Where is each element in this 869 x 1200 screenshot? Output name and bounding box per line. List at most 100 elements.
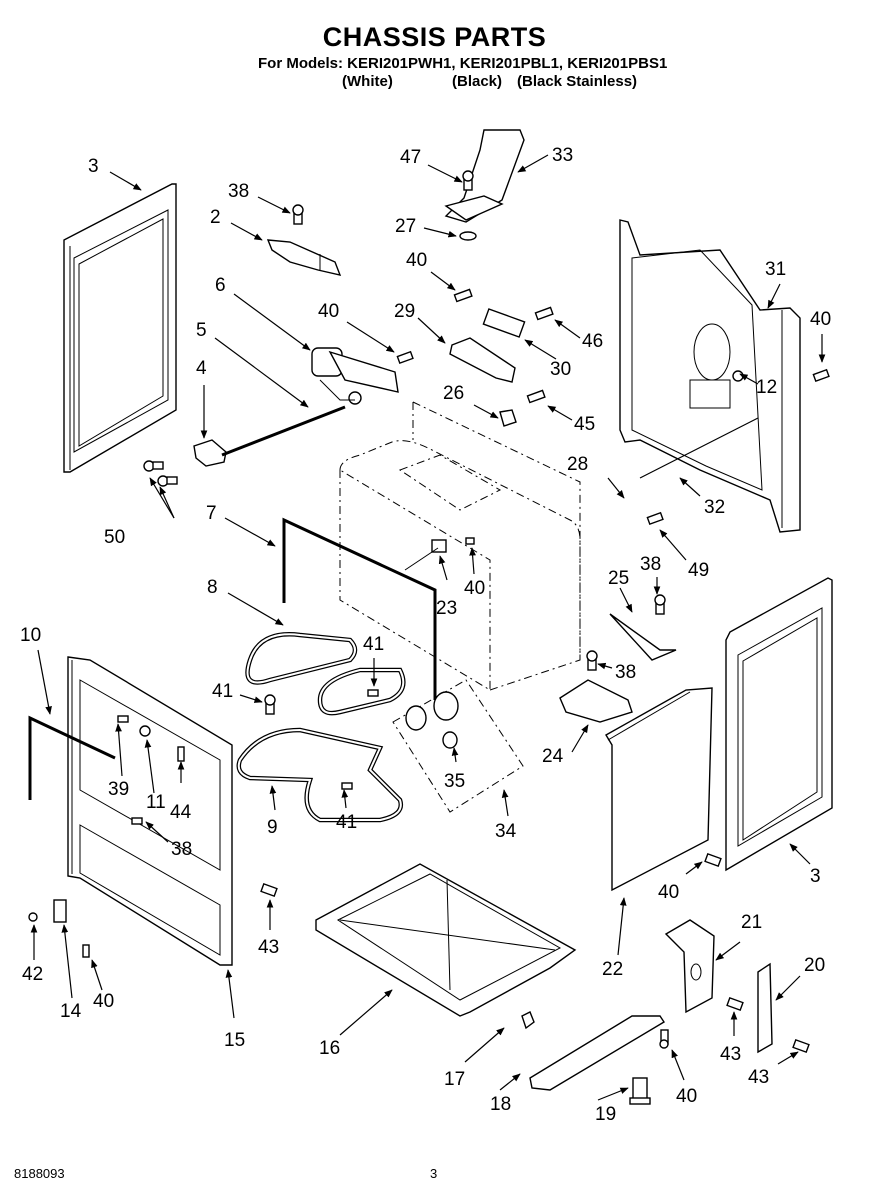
callout-6: 6 xyxy=(215,275,226,296)
drawer-pan-part-16 xyxy=(315,863,577,1017)
strap-part-20 xyxy=(757,962,773,1054)
callout-8: 8 xyxy=(207,577,218,598)
screw-part-50 xyxy=(143,460,178,487)
callout-39: 39 xyxy=(108,779,129,800)
callout-3: 3 xyxy=(88,156,99,177)
leader-lines xyxy=(30,154,826,1101)
brace-part-33 xyxy=(444,129,525,223)
callout-28: 28 xyxy=(567,454,588,475)
color-variant-black-stainless: (Black Stainless) xyxy=(517,73,638,90)
document-number: 8188093 xyxy=(14,1166,65,1181)
models-line: For Models: KERI201PWH1, KERI201PBL1, KE… xyxy=(258,55,668,72)
callout-41: 41 xyxy=(363,634,384,655)
callout-24: 24 xyxy=(542,746,564,767)
callout-47: 47 xyxy=(400,147,421,168)
callout-43: 43 xyxy=(258,937,279,958)
callout-40: 40 xyxy=(406,250,427,271)
callout-17: 17 xyxy=(444,1069,465,1090)
callout-23: 23 xyxy=(436,598,457,619)
bracket-part-2 xyxy=(266,239,342,276)
callout-15: 15 xyxy=(224,1030,245,1051)
side-panel-left xyxy=(63,183,177,473)
screw-part-40 xyxy=(453,288,473,303)
callout-40: 40 xyxy=(658,882,679,903)
clip-part-17 xyxy=(521,1011,535,1030)
latch-motor-part-6 xyxy=(311,347,399,405)
washer-part-27 xyxy=(459,231,477,241)
side-panel-right xyxy=(725,577,833,872)
callout-12: 12 xyxy=(756,377,777,398)
callout-50: 50 xyxy=(104,527,125,548)
callout-16: 16 xyxy=(319,1038,340,1059)
callout-34: 34 xyxy=(495,821,517,842)
clip-part-26 xyxy=(499,409,517,427)
screw-part-45 xyxy=(526,389,546,404)
broil-element-part-8 xyxy=(245,632,406,716)
callout-38: 38 xyxy=(615,662,636,683)
callout-49: 49 xyxy=(688,560,709,581)
callout-38: 38 xyxy=(228,181,249,202)
callout-4: 4 xyxy=(196,358,207,379)
screw-part-47 xyxy=(462,170,474,191)
callout-40: 40 xyxy=(464,578,485,599)
hinge-bracket-part-4 xyxy=(193,439,227,467)
callout-7: 7 xyxy=(206,503,217,524)
callout-19: 19 xyxy=(595,1104,616,1125)
callout-5: 5 xyxy=(196,320,207,341)
callout-43: 43 xyxy=(748,1067,769,1088)
wire-part-32 xyxy=(639,417,759,479)
callout-45: 45 xyxy=(574,414,595,435)
side-cover-part-22 xyxy=(605,687,713,892)
callout-42: 42 xyxy=(22,964,43,985)
page-number: 3 xyxy=(430,1166,438,1181)
front-frame-part-15 xyxy=(67,656,233,966)
plate-part-24 xyxy=(559,679,633,723)
sensor-part-23 xyxy=(404,539,447,571)
callout-2: 2 xyxy=(210,207,221,228)
callout-35: 35 xyxy=(444,771,465,792)
callout-26: 26 xyxy=(443,383,464,404)
callout-38: 38 xyxy=(171,839,192,860)
callout-31: 31 xyxy=(765,259,786,280)
callout-14: 14 xyxy=(60,1001,82,1022)
callout-9: 9 xyxy=(267,817,278,838)
callout-43: 43 xyxy=(720,1044,741,1065)
callout-29: 29 xyxy=(394,301,415,322)
callout-41: 41 xyxy=(212,681,233,702)
callout-40: 40 xyxy=(676,1086,697,1107)
leveling-leg-part-19 xyxy=(629,1077,651,1105)
callout-27: 27 xyxy=(395,216,416,237)
rear-panel-part-31 xyxy=(619,219,801,533)
page-title: CHASSIS PARTS xyxy=(322,22,547,52)
element-part-7 xyxy=(282,517,437,700)
fasteners xyxy=(28,204,830,1054)
callout-44: 44 xyxy=(170,802,192,823)
terminal-block-part-30 xyxy=(482,308,526,338)
callout-40: 40 xyxy=(318,301,339,322)
light-kit-part-34 xyxy=(392,679,524,813)
callout-40: 40 xyxy=(93,991,114,1012)
screw-part-46 xyxy=(534,306,554,321)
callout-30: 30 xyxy=(550,359,571,380)
callout-32: 32 xyxy=(704,497,725,518)
callout-22: 22 xyxy=(602,959,623,980)
bracket-part-25 xyxy=(609,613,677,661)
callout-41: 41 xyxy=(336,812,357,833)
rod-part-5 xyxy=(221,405,346,457)
bake-element-part-9 xyxy=(236,727,404,823)
callout-11: 11 xyxy=(146,792,166,813)
callout-21: 21 xyxy=(741,912,762,933)
callout-46: 46 xyxy=(582,331,603,352)
callout-3: 3 xyxy=(810,866,821,887)
callout-25: 25 xyxy=(608,568,629,589)
callout-labels: 3 38 2 6 5 4 40 50 7 8 10 47 33 27 40 29… xyxy=(20,145,831,1125)
callout-20: 20 xyxy=(804,955,825,976)
callout-40: 40 xyxy=(810,309,831,330)
callout-38: 38 xyxy=(640,554,661,575)
bracket-part-21 xyxy=(664,919,715,1014)
rail-part-18 xyxy=(529,1015,665,1091)
callout-10: 10 xyxy=(20,625,41,646)
callout-33: 33 xyxy=(552,145,573,166)
color-variant-black: (Black) xyxy=(452,73,503,90)
